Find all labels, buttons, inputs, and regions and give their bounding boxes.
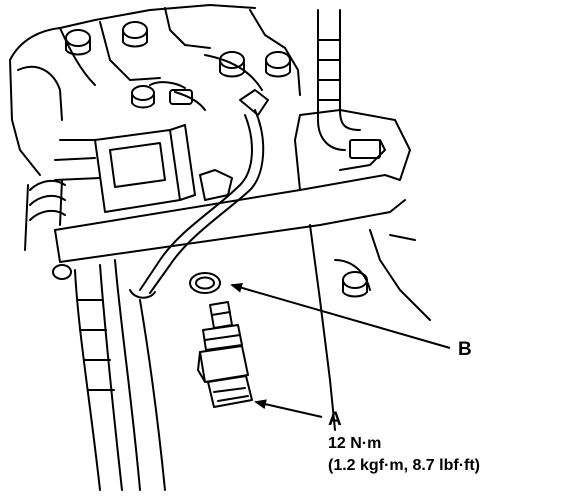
callout-a: A [328,409,342,430]
ribbed-hose [24,179,66,251]
ground-terminal [131,81,206,111]
bolt-top-left [65,29,91,56]
lower-bracket [309,224,431,431]
bolt-top-right [219,51,245,78]
leader-line-b [230,282,451,349]
connector-module [54,124,196,213]
sensor-wire [129,89,269,299]
rail-end-knob [52,264,72,280]
callout-b: B [458,339,472,360]
sensor-body [197,301,253,408]
mounting-rail [54,109,411,263]
torque-spec-imperial: (1.2 kgf·m, 8.7 lbf·ft) [328,457,481,474]
leader-line-a [254,399,323,418]
bolt-top-center [122,21,148,48]
engine-block [9,4,301,176]
torque-spec-nm: 12 N·m [328,435,382,452]
o-ring [189,272,221,294]
bolt-upper-right [265,51,291,78]
lower-hoses [74,259,166,491]
wire-harness-tube [317,9,361,151]
